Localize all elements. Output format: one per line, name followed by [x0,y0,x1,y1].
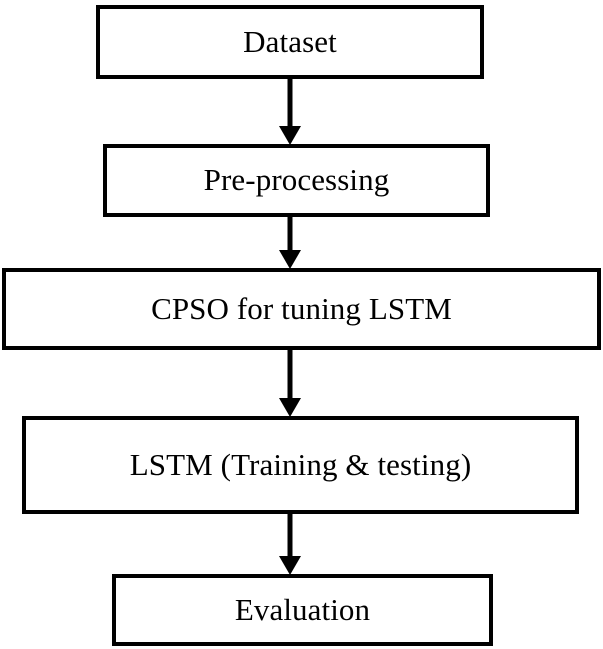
arrow-shaft [287,217,293,251]
arrow-head-icon [279,398,301,417]
flowchart-arrow-pre-processing-to-cpso [279,217,301,269]
flowchart-arrow-lstm-to-evaluation [279,514,301,575]
arrow-head-icon [279,250,301,269]
arrow-shaft [287,350,293,399]
flowchart-node-pre-processing-label: Pre-processing [203,162,390,198]
arrow-head-icon [279,126,301,145]
arrow-shaft [287,79,293,127]
flowchart-arrow-dataset-to-pre-processing [279,79,301,145]
arrow-shaft [287,514,293,557]
flowchart-node-cpso-tuning-lstm-label: CPSO for tuning LSTM [151,290,452,326]
flowchart-node-pre-processing: Pre-processing [103,144,490,217]
flowchart-node-lstm-training-testing-label: LSTM (Training & testing) [129,446,472,482]
flowchart-node-evaluation-label: Evaluation [234,591,371,627]
flowchart-arrow-cpso-to-lstm [279,350,301,417]
flowchart-node-dataset: Dataset [96,5,484,79]
flowchart-node-cpso-tuning-lstm: CPSO for tuning LSTM [2,268,601,350]
flowchart-node-dataset-label: Dataset [243,23,337,59]
flowchart-node-evaluation: Evaluation [112,574,493,646]
arrow-head-icon [279,556,301,575]
flowchart-node-lstm-training-testing: LSTM (Training & testing) [22,416,579,514]
